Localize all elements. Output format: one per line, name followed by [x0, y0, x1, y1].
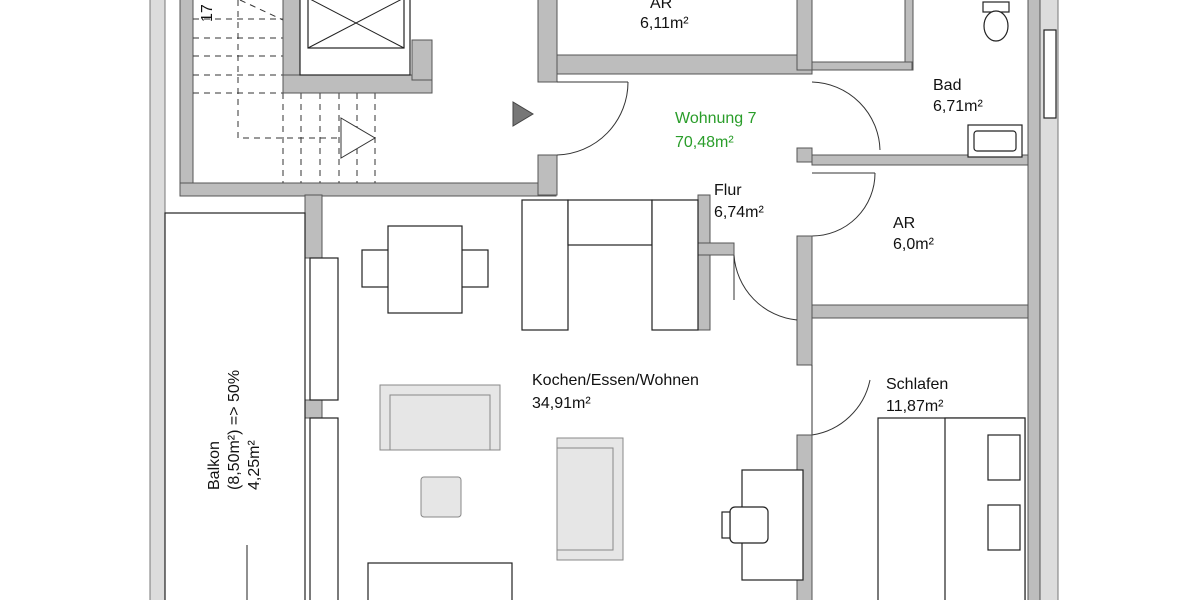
- office-chair-icon: [721, 506, 769, 544]
- wall: [304, 399, 323, 419]
- room-name-flur: Flur: [714, 182, 742, 199]
- unit-name: Wohnung 7: [675, 110, 757, 127]
- sink-icon: [967, 124, 1023, 158]
- double-bed-icon: [877, 417, 1026, 600]
- balkon-calc: (8,50m²) => 50%: [226, 370, 243, 490]
- wall: [697, 242, 735, 256]
- room-area-flur: 6,74m²: [714, 204, 764, 221]
- stair-wall-left: [179, 0, 194, 196]
- elevator-wall-bottom: [282, 74, 433, 94]
- ar-door[interactable]: [811, 172, 876, 237]
- room-name-ar-right: AR: [893, 215, 915, 232]
- room-area-bad: 6,71m²: [933, 98, 983, 115]
- balcony: [164, 212, 306, 600]
- pouf-icon: [420, 476, 462, 518]
- kitchen-counter: [521, 199, 699, 331]
- wall: [697, 194, 711, 246]
- room-name-ar-top: AR: [650, 0, 672, 12]
- elevator-wall-right: [411, 39, 433, 81]
- unit-area: 70,48m²: [675, 134, 734, 151]
- wall: [796, 147, 813, 163]
- room-area-ar-right: 6,0m²: [893, 236, 935, 253]
- wall: [796, 235, 813, 366]
- room-name-schlafen: Schlafen: [886, 376, 948, 393]
- living-door[interactable]: [733, 254, 798, 321]
- window: [309, 257, 339, 401]
- room-area-schlafen: 11,87m²: [886, 398, 944, 415]
- toilet-icon: [982, 1, 1010, 42]
- wall: [304, 194, 323, 259]
- wall: [537, 154, 558, 196]
- bedroom-door[interactable]: [811, 365, 871, 436]
- dining-set: [361, 225, 489, 314]
- entry-door[interactable]: [556, 81, 629, 156]
- sofa-icon: [556, 437, 624, 561]
- room-area-ar-top: 6,11m²: [640, 15, 689, 32]
- bad-wall: [904, 0, 914, 71]
- window: [309, 417, 339, 600]
- stair-wall-bottom: [179, 182, 557, 197]
- stair-label: 17 /: [199, 0, 216, 22]
- wall-right: [1027, 0, 1041, 600]
- ar-top-wall-bottom: [556, 54, 813, 75]
- outer-wall-left: [149, 0, 166, 600]
- sofa-icon: [379, 384, 501, 451]
- wall: [537, 0, 558, 83]
- room-area-balkon: 4,25m²: [246, 440, 263, 490]
- room-name-bad: Bad: [933, 77, 961, 94]
- room-area-living: 34,91m²: [532, 395, 591, 412]
- bad-door[interactable]: [811, 81, 881, 151]
- ar-wall-bottom: [811, 304, 1029, 319]
- stairs: [193, 0, 376, 183]
- elevator-cab: [299, 0, 411, 76]
- window-bad: [1043, 29, 1057, 119]
- bad-wall: [811, 61, 913, 71]
- room-name-living: Kochen/Essen/Wohnen: [532, 372, 699, 389]
- room-name-balkon: Balkon: [206, 441, 223, 490]
- wall: [697, 254, 711, 331]
- tv-board-icon: [367, 562, 513, 600]
- wall: [796, 0, 813, 71]
- entrance-marker-icon: [512, 101, 534, 127]
